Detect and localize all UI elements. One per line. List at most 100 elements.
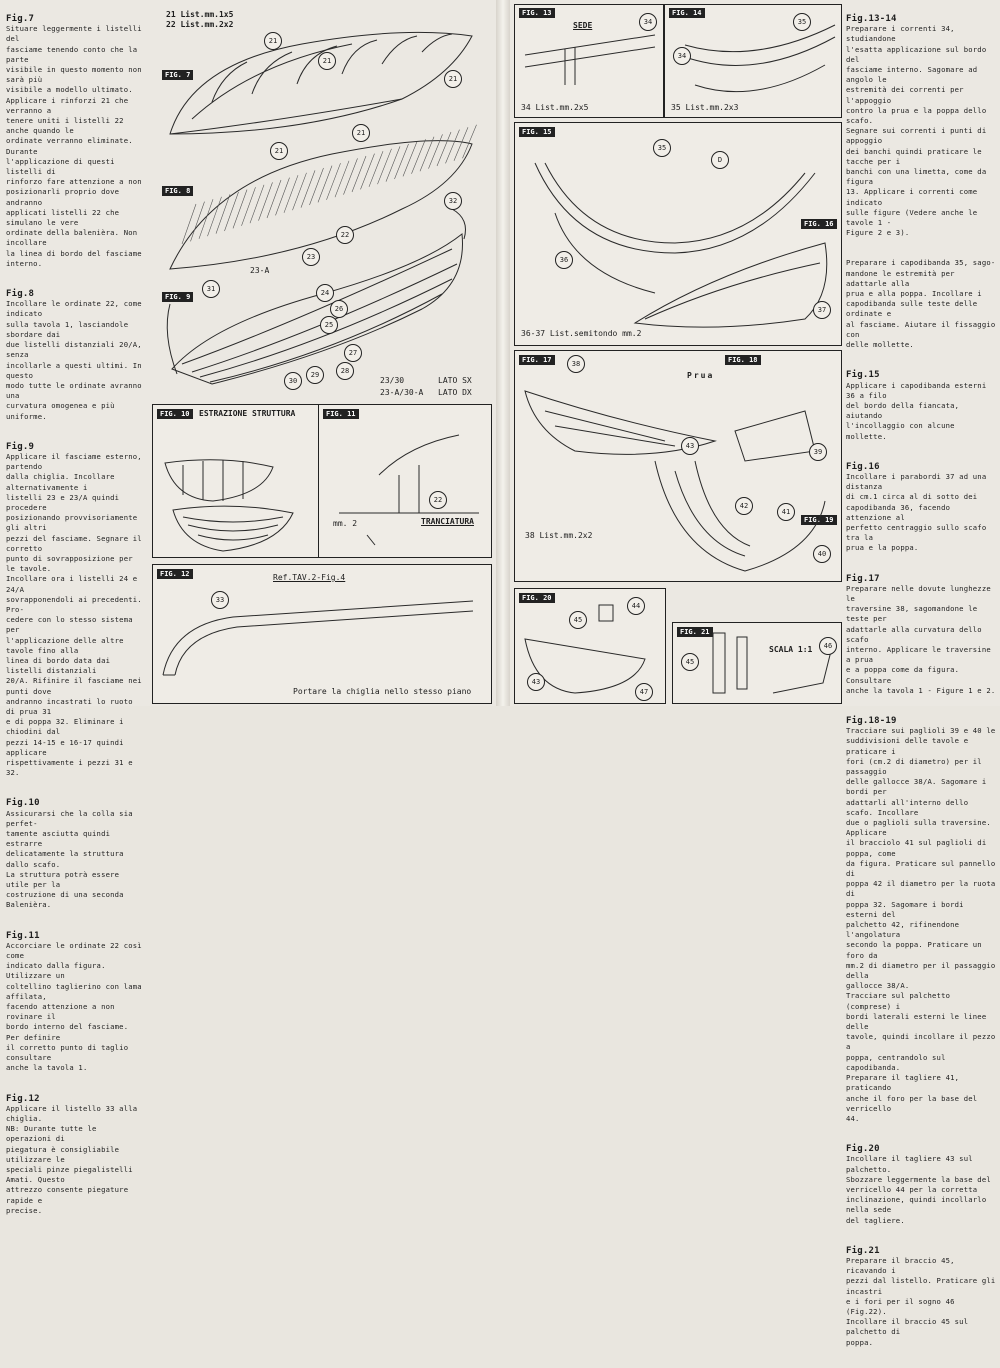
section-heading: Fig.7 xyxy=(6,14,35,24)
boat-hull-drawings xyxy=(166,31,477,385)
fig8-rib xyxy=(445,129,460,164)
fig21-scale: SCALA 1:1 xyxy=(769,645,813,654)
fig17-list: 38 List.mm.2x2 xyxy=(525,531,593,540)
fig8-rib xyxy=(385,146,401,182)
section-heading: Fig.9 xyxy=(6,441,35,452)
fig8-rib xyxy=(241,187,256,226)
fig8-rib xyxy=(419,136,435,172)
fig7-callout: 21 xyxy=(318,52,336,70)
section-body: Incollare i parabordi 37 ad una distanza… xyxy=(846,471,987,553)
section-heading: Fig.20 xyxy=(846,1144,880,1155)
fig20-drawing xyxy=(524,604,646,694)
fig14-drawing xyxy=(684,24,836,93)
section-heading: Fig.17 xyxy=(846,573,880,584)
fig8-rib xyxy=(411,139,426,174)
page-fold xyxy=(496,0,510,706)
section-body: Preparare il braccio 45, ricavando i pez… xyxy=(846,1255,996,1347)
fig9-caption-right: LATO SX xyxy=(438,376,472,385)
section-heading: Fig.11 xyxy=(6,930,40,941)
fig16-list: 36-37 List.semitondo mm.2 xyxy=(521,329,642,338)
fig7-label: FIG. 7 xyxy=(162,70,194,80)
fig8-rib xyxy=(266,179,282,219)
fig9-callout: 30 xyxy=(284,372,302,390)
fig10-title: ESTRAZIONE STRUTTURA xyxy=(199,409,296,418)
fig20-callout: 43 xyxy=(527,673,545,691)
fig13-callout: 34 xyxy=(639,13,657,31)
section-body: Preparare i capodibanda 35, sago- mandon… xyxy=(846,258,996,350)
fig9-callout: 26 xyxy=(330,300,348,318)
fig17-19-drawing xyxy=(524,390,826,572)
fig8-rib xyxy=(394,143,409,180)
section-body: Applicare i capodibanda esterni 36 a fil… xyxy=(846,380,987,441)
fig9-caption-right2: LATO DX xyxy=(438,388,472,397)
fig8-rib xyxy=(368,151,384,187)
section-body: Tracciare sui paglioli 39 e 40 le suddiv… xyxy=(846,726,996,1123)
fig11-caption: TRANCIATURA xyxy=(421,517,474,526)
fig21-panel: FIG. 21 45 46 SCALA 1:1 xyxy=(672,622,842,704)
fig8-rib xyxy=(207,196,222,237)
fig13-drawing xyxy=(524,34,656,85)
fig7-list-bottom: 22 List.mm.2x2 xyxy=(166,20,234,29)
fig8-label: FIG. 8 xyxy=(162,186,194,196)
fig11-panel: FIG. 11 22 mm. 2 TRANCIATURA xyxy=(318,404,492,558)
fig8-rib xyxy=(377,148,392,185)
fig8-rib xyxy=(462,124,477,159)
fig20-callout: 47 xyxy=(635,683,653,701)
fig11-label: FIG. 11 xyxy=(323,409,359,419)
fig8-rib xyxy=(224,191,239,232)
fig9-callout: 32 xyxy=(444,192,462,210)
fig8-rib xyxy=(453,127,469,161)
fig7-callout: 21 xyxy=(444,70,462,88)
fig14-panel: FIG. 14 35 34 35 List.mm.2x3 xyxy=(664,4,842,118)
fig17-callout: 38 xyxy=(567,355,585,373)
fig8-rib xyxy=(190,201,205,242)
fig9-caption-left: 23/30 xyxy=(380,376,405,385)
fig12-panel: FIG. 12 Ref.TAV.2-Fig.4 33 Portare la ch… xyxy=(152,564,492,704)
fig12-callout: 33 xyxy=(211,591,229,609)
section-heading: Fig.13-14 xyxy=(846,14,897,24)
fig14-label: FIG. 14 xyxy=(669,8,705,18)
fig12-ref: Ref.TAV.2-Fig.4 xyxy=(273,573,346,582)
fig9-callout: 28 xyxy=(336,362,354,380)
fig9-caption-left2: 23-A/30-A xyxy=(380,388,424,397)
fig13-panel: FIG. 13 SEDE 34 34 List.mm.2x5 xyxy=(514,4,664,118)
fig12-note: Portare la chiglia nello stesso piano xyxy=(293,687,472,696)
fig8-rib xyxy=(334,160,350,198)
fig15-marker: D xyxy=(711,151,729,169)
fig10-panel: FIG. 10 ESTRAZIONE STRUTTURA xyxy=(152,404,320,558)
fig21-callout: 46 xyxy=(819,637,837,655)
fig18-callout: 39 xyxy=(809,443,827,461)
fig14-list: 35 List.mm.2x3 xyxy=(671,103,739,112)
section-heading: Fig.18-19 xyxy=(846,715,897,726)
fig16-callout: 37 xyxy=(813,301,831,319)
fig13-label: FIG. 13 xyxy=(519,8,555,18)
fig15-callout: 36 xyxy=(555,251,573,269)
section-body: Applicare il fasciame esterno, partendo … xyxy=(6,451,142,778)
fig8-rib xyxy=(292,172,307,211)
fig19-callout: 41 xyxy=(777,503,795,521)
section-heading: Fig.10 xyxy=(6,798,40,809)
fig11-callout: 22 xyxy=(429,491,447,509)
fig9-callout: 27 xyxy=(344,344,362,362)
fig8-rib xyxy=(360,153,375,190)
fig12-label: FIG. 12 xyxy=(157,569,193,579)
section-heading: Fig.15 xyxy=(846,370,880,381)
fig20-callout: 44 xyxy=(627,597,645,615)
fig20-label: FIG. 20 xyxy=(519,593,555,603)
fig9-callout: 25 xyxy=(320,316,338,334)
fig8-rib xyxy=(300,170,316,208)
fig8-rib xyxy=(326,163,341,200)
fig15-16-drawing xyxy=(534,162,828,328)
fig10-label: FIG. 10 xyxy=(157,409,193,419)
section-heading: Fig.21 xyxy=(846,1245,880,1256)
section-heading: Fig.12 xyxy=(6,1093,40,1104)
section-body: Applicare il listello 33 alla chiglia. N… xyxy=(6,1103,138,1215)
fig14-callout: 34 xyxy=(673,47,691,65)
